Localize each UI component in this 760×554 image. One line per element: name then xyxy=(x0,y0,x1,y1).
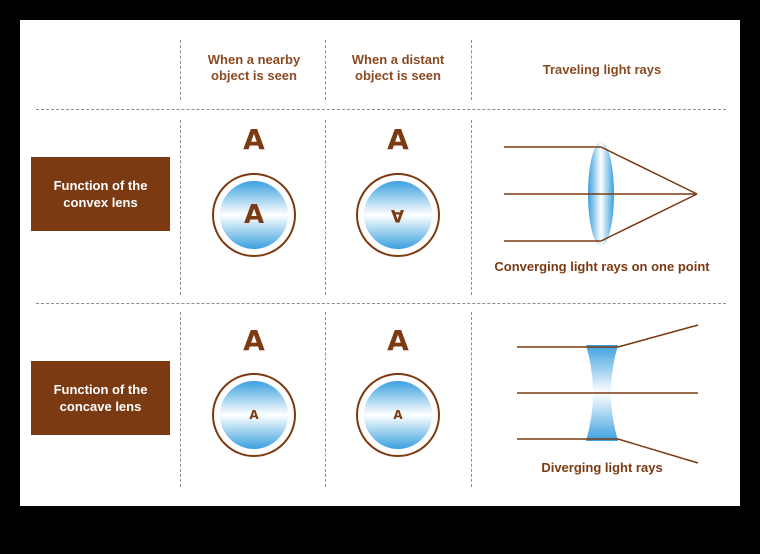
converging-ray xyxy=(600,146,698,195)
lens-view: A xyxy=(220,381,288,449)
column-divider xyxy=(471,120,472,295)
caption-diverging: Diverging light rays xyxy=(541,460,663,475)
row-label-convex: Function of the convex lens xyxy=(31,157,170,231)
column-divider xyxy=(471,40,472,100)
header-nearby: When a nearby object is seen xyxy=(207,52,301,83)
converging-rays-diagram xyxy=(504,142,699,464)
object-letter-distant: A xyxy=(387,123,409,156)
eye-lens-nearby: A xyxy=(212,173,296,257)
object-letter-nearby: A xyxy=(243,123,265,156)
object-letter-nearby: A xyxy=(243,324,265,357)
column-divider xyxy=(471,312,472,487)
lens-comparison-diagram: When a nearby object is seen When a dist… xyxy=(20,20,740,506)
column-divider xyxy=(325,40,326,100)
lens-view: A xyxy=(364,381,432,449)
column-divider xyxy=(180,40,181,100)
row-divider xyxy=(36,109,726,110)
header-rays: Traveling light rays xyxy=(542,62,662,77)
column-divider xyxy=(180,312,181,487)
lens-view: A xyxy=(220,181,288,249)
diverging-ray xyxy=(617,438,699,464)
diverging-ray xyxy=(617,324,699,348)
lens-view: A xyxy=(364,181,432,249)
row-divider xyxy=(36,303,726,304)
column-divider xyxy=(325,312,326,487)
column-divider xyxy=(325,120,326,295)
object-letter-distant: A xyxy=(387,324,409,357)
eye-lens-nearby: A xyxy=(212,373,296,457)
image-letter-nearby: A xyxy=(243,200,265,230)
eye-lens-distant: A xyxy=(356,173,440,257)
row-label-concave: Function of the concave lens xyxy=(31,361,170,435)
image-letter-nearby: A xyxy=(249,408,259,422)
eye-lens-distant: A xyxy=(356,373,440,457)
converging-ray xyxy=(600,193,698,242)
caption-converging: Converging light rays on one point xyxy=(494,259,710,274)
header-distant: When a distant object is seen xyxy=(351,52,445,83)
image-letter-distant: A xyxy=(393,408,403,422)
column-divider xyxy=(180,120,181,295)
